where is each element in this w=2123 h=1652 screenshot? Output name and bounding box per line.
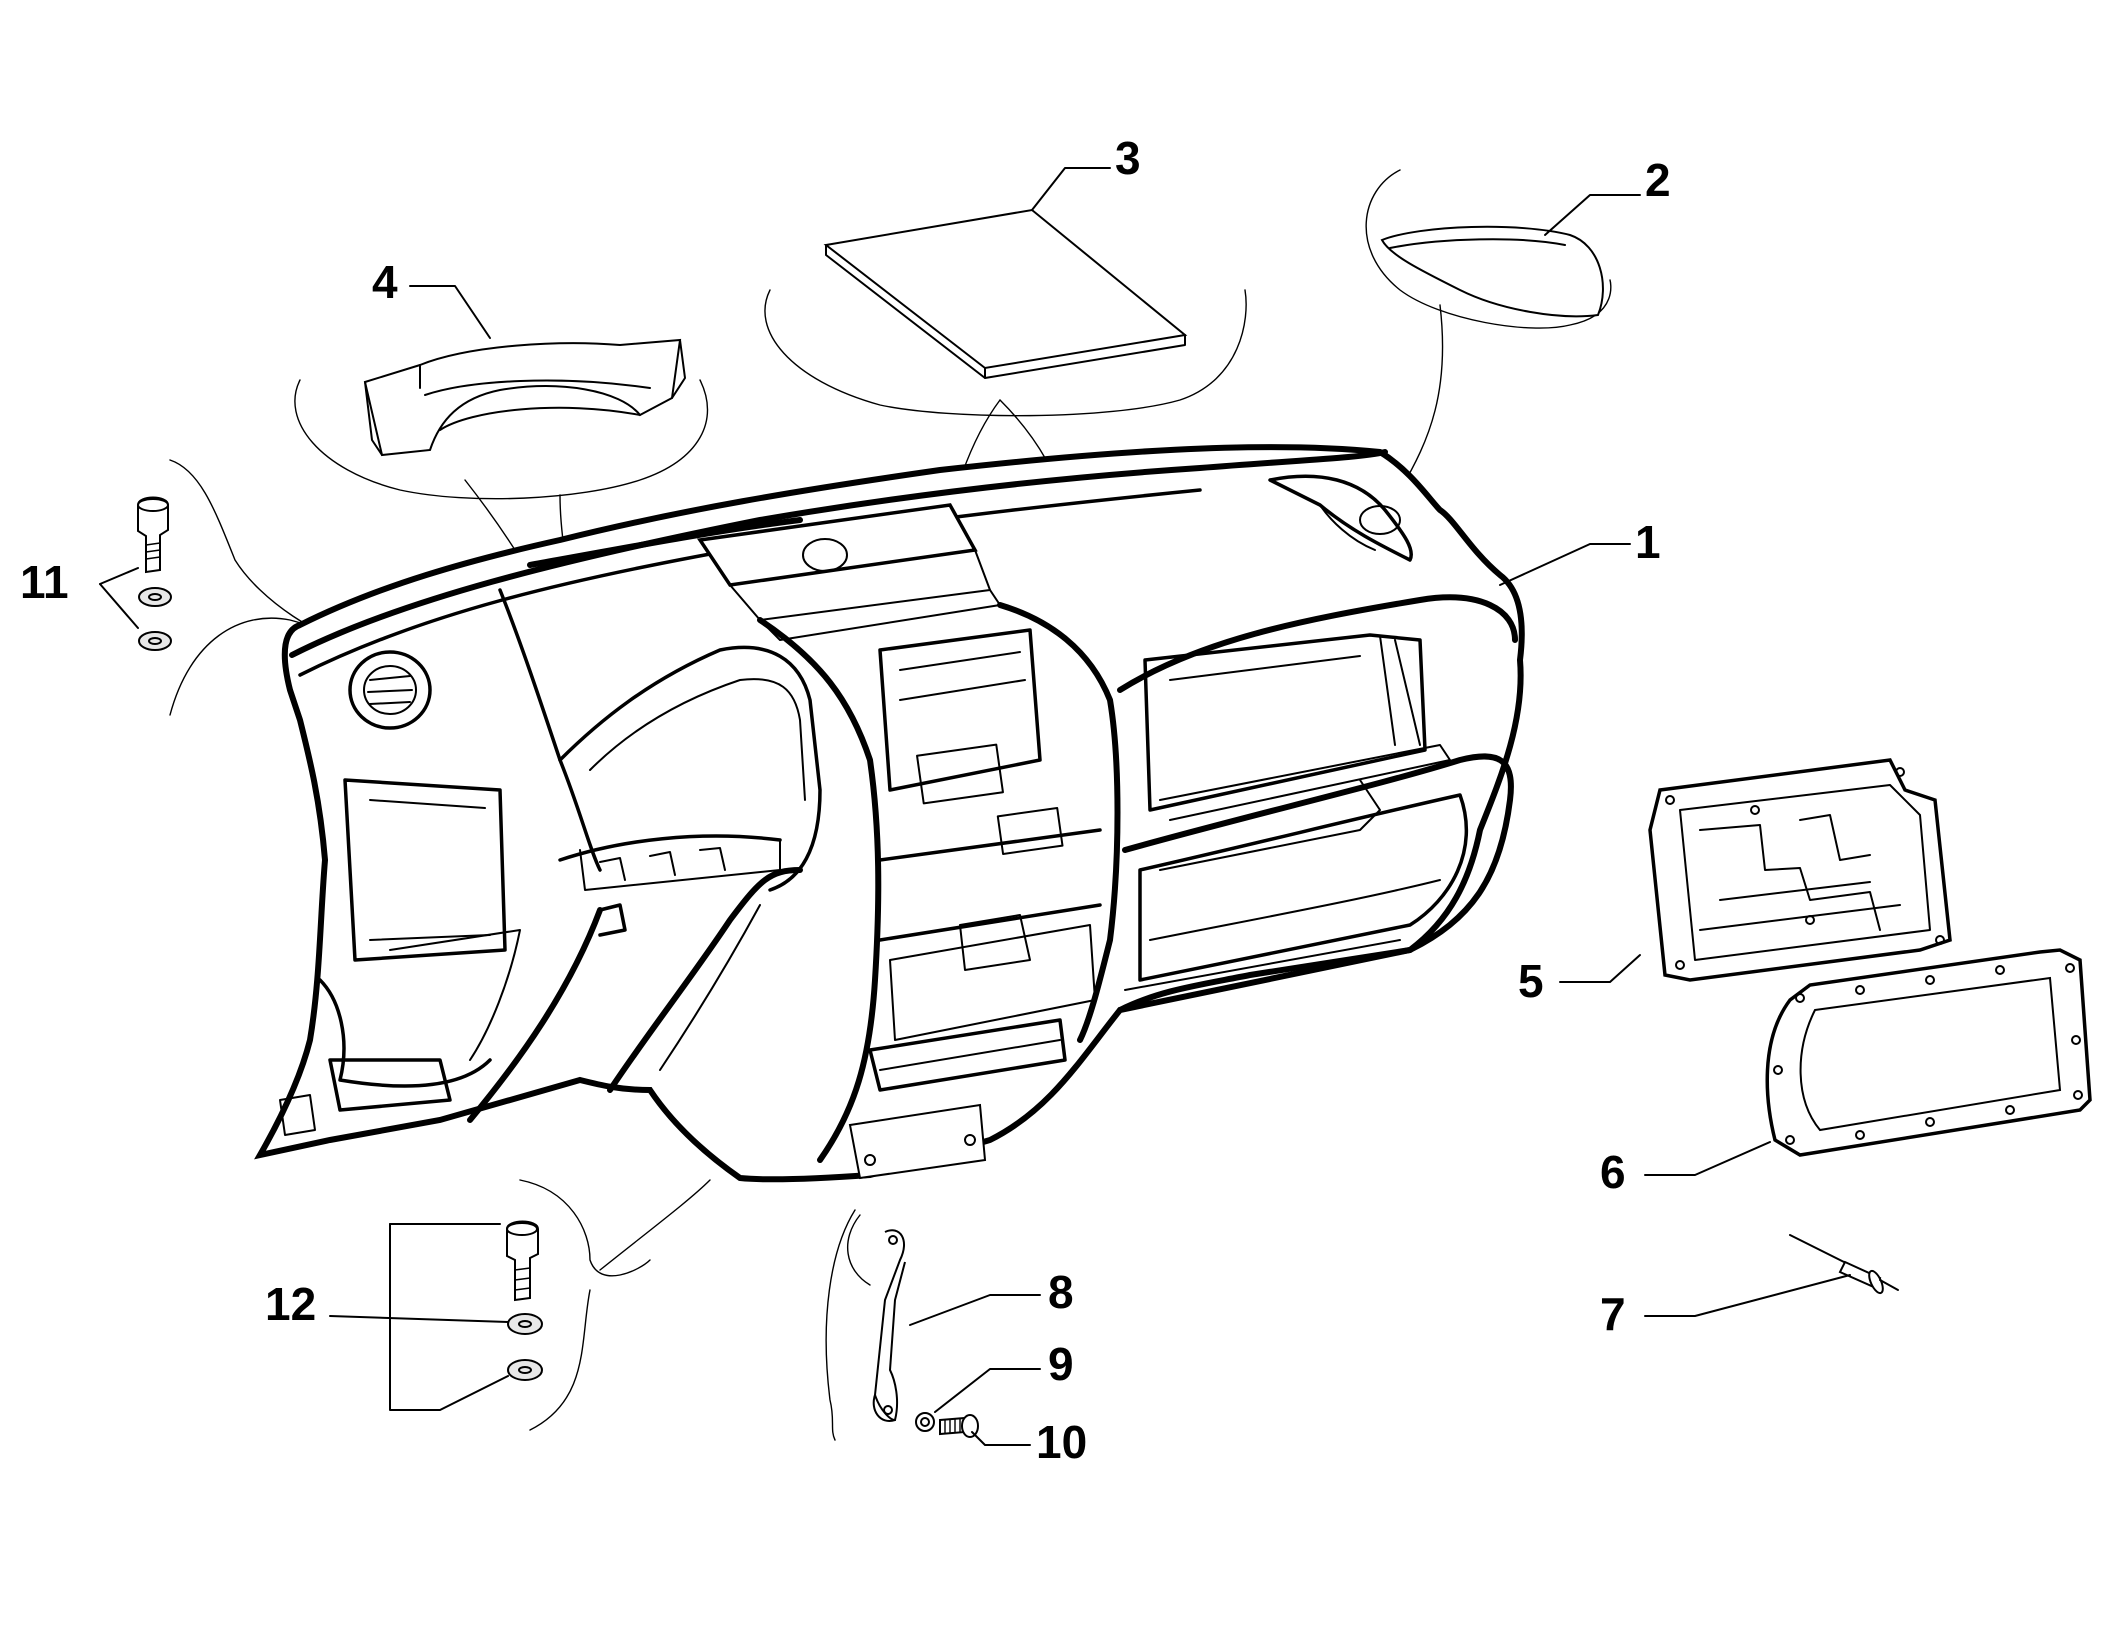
callout-number-8: 8: [1048, 1266, 1074, 1318]
part-1-dashboard-main-assembly: [254, 444, 1525, 1183]
part-7-rivet: [1789, 1234, 1899, 1295]
callout-number-7: 7: [1600, 1288, 1626, 1340]
leader-4: [409, 285, 491, 339]
callout-number-6: 6: [1600, 1146, 1626, 1198]
callout-number-1: 1: [1635, 516, 1661, 568]
part-3-top-cover-panel: [823, 208, 1188, 379]
leader-2: [1544, 194, 1641, 236]
leader-5: [1559, 954, 1641, 983]
leader-7: [1644, 1274, 1851, 1317]
part-2-side-vent-panel: [1380, 225, 1604, 318]
leader-3: [1031, 167, 1111, 211]
callout-labels: 1 2 3 4 5 6 7 8 9 10 11 12: [20, 132, 1671, 1468]
callout-number-10: 10: [1036, 1416, 1087, 1468]
part-6-glovebox-frame-gasket: [1765, 948, 2092, 1157]
assembly-leader-curves: [169, 169, 1612, 1441]
leader-8: [909, 1294, 1041, 1326]
callout-number-4: 4: [372, 256, 398, 308]
part-8-mounting-bracket: [872, 1229, 906, 1422]
callout-number-2: 2: [1645, 154, 1671, 206]
leader-6: [1644, 1141, 1771, 1176]
part-12-bolt-and-washers: [506, 1220, 543, 1381]
part-11-bolt-and-washers: [137, 496, 172, 651]
callout-number-11: 11: [20, 556, 69, 608]
part-9-washer: [915, 1412, 935, 1432]
callout-leader-lines: [99, 167, 1851, 1446]
callout-number-5: 5: [1518, 955, 1544, 1007]
part-5-glovebox-inner-housing: [1648, 758, 1952, 982]
leader-12-washer: [329, 1315, 509, 1323]
part-10-screw: [939, 1414, 979, 1438]
leader-10: [971, 1431, 1031, 1446]
leader-1: [1499, 543, 1631, 586]
leader-9: [934, 1368, 1041, 1413]
callout-number-12: 12: [265, 1278, 316, 1330]
part-4-instrument-cluster-hood: [363, 338, 686, 457]
callout-number-9: 9: [1048, 1338, 1074, 1390]
callout-number-3: 3: [1115, 132, 1141, 184]
leader-11: [99, 567, 139, 585]
